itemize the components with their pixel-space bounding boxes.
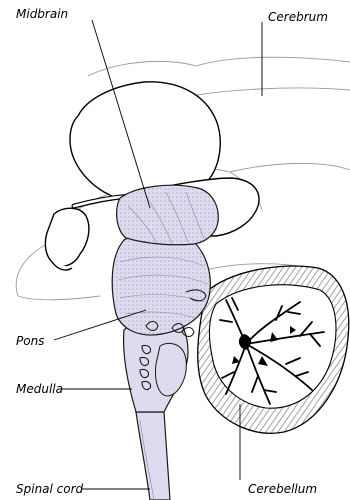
spinal-cord — [136, 412, 170, 500]
label-pons: Pons — [16, 334, 44, 348]
label-medulla: Medulla — [16, 382, 63, 396]
olive — [156, 343, 187, 396]
label-cerebellum: Cerebellum — [248, 482, 317, 496]
label-cerebrum: Cerebrum — [268, 10, 328, 24]
cerebellum — [198, 266, 349, 433]
pons — [112, 231, 210, 335]
label-spinal-cord: Spinal cord — [16, 482, 84, 496]
label-midbrain: Midbrain — [16, 7, 68, 21]
